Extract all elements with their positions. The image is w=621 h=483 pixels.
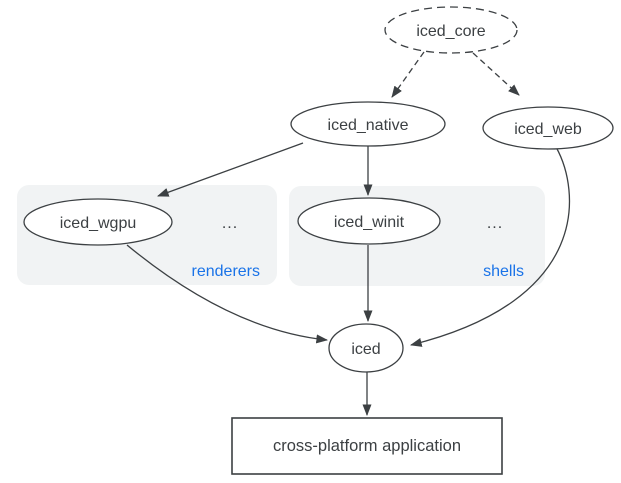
edge-iced-core-iced-native <box>391 51 425 98</box>
node-iced-web-shape <box>482 106 614 150</box>
edge-iced-core-iced-web <box>472 52 520 96</box>
node-iced-native-label: iced_native <box>328 117 409 134</box>
node-app-shape <box>231 417 503 475</box>
node-iced-wgpu-label: iced_wgpu <box>60 215 137 232</box>
node-iced-web-label: iced_web <box>514 121 582 138</box>
node-iced-wgpu: iced_wgpu <box>23 198 173 246</box>
group-shells-ellipsis: ... <box>487 215 503 232</box>
group-renderers-label: renderers <box>192 263 260 280</box>
edge-iced-wgpu-iced <box>126 244 329 344</box>
node-iced-winit-shape <box>297 197 441 245</box>
node-app: cross-platform application <box>231 417 503 475</box>
node-iced-core: iced_core <box>384 6 518 54</box>
group-shells-label: shells <box>483 263 524 280</box>
node-iced-winit-label: iced_winit <box>334 214 405 231</box>
node-app-label: cross-platform application <box>273 437 461 455</box>
node-iced-native: iced_native <box>290 101 446 147</box>
node-iced: iced <box>328 323 404 373</box>
node-iced-shape <box>328 323 404 373</box>
node-iced-native-shape <box>290 101 446 147</box>
node-iced-web: iced_web <box>482 106 614 150</box>
edge-iced-native-iced-wgpu <box>157 142 304 197</box>
node-iced-winit: iced_winit <box>297 197 441 245</box>
node-iced-core-label: iced_core <box>416 23 485 40</box>
node-iced-wgpu-shape <box>23 198 173 246</box>
group-renderers-ellipsis: ... <box>222 215 238 232</box>
node-iced-core-shape <box>384 6 518 54</box>
node-iced-label: iced <box>351 341 380 358</box>
edge-iced-web-iced <box>409 146 571 347</box>
